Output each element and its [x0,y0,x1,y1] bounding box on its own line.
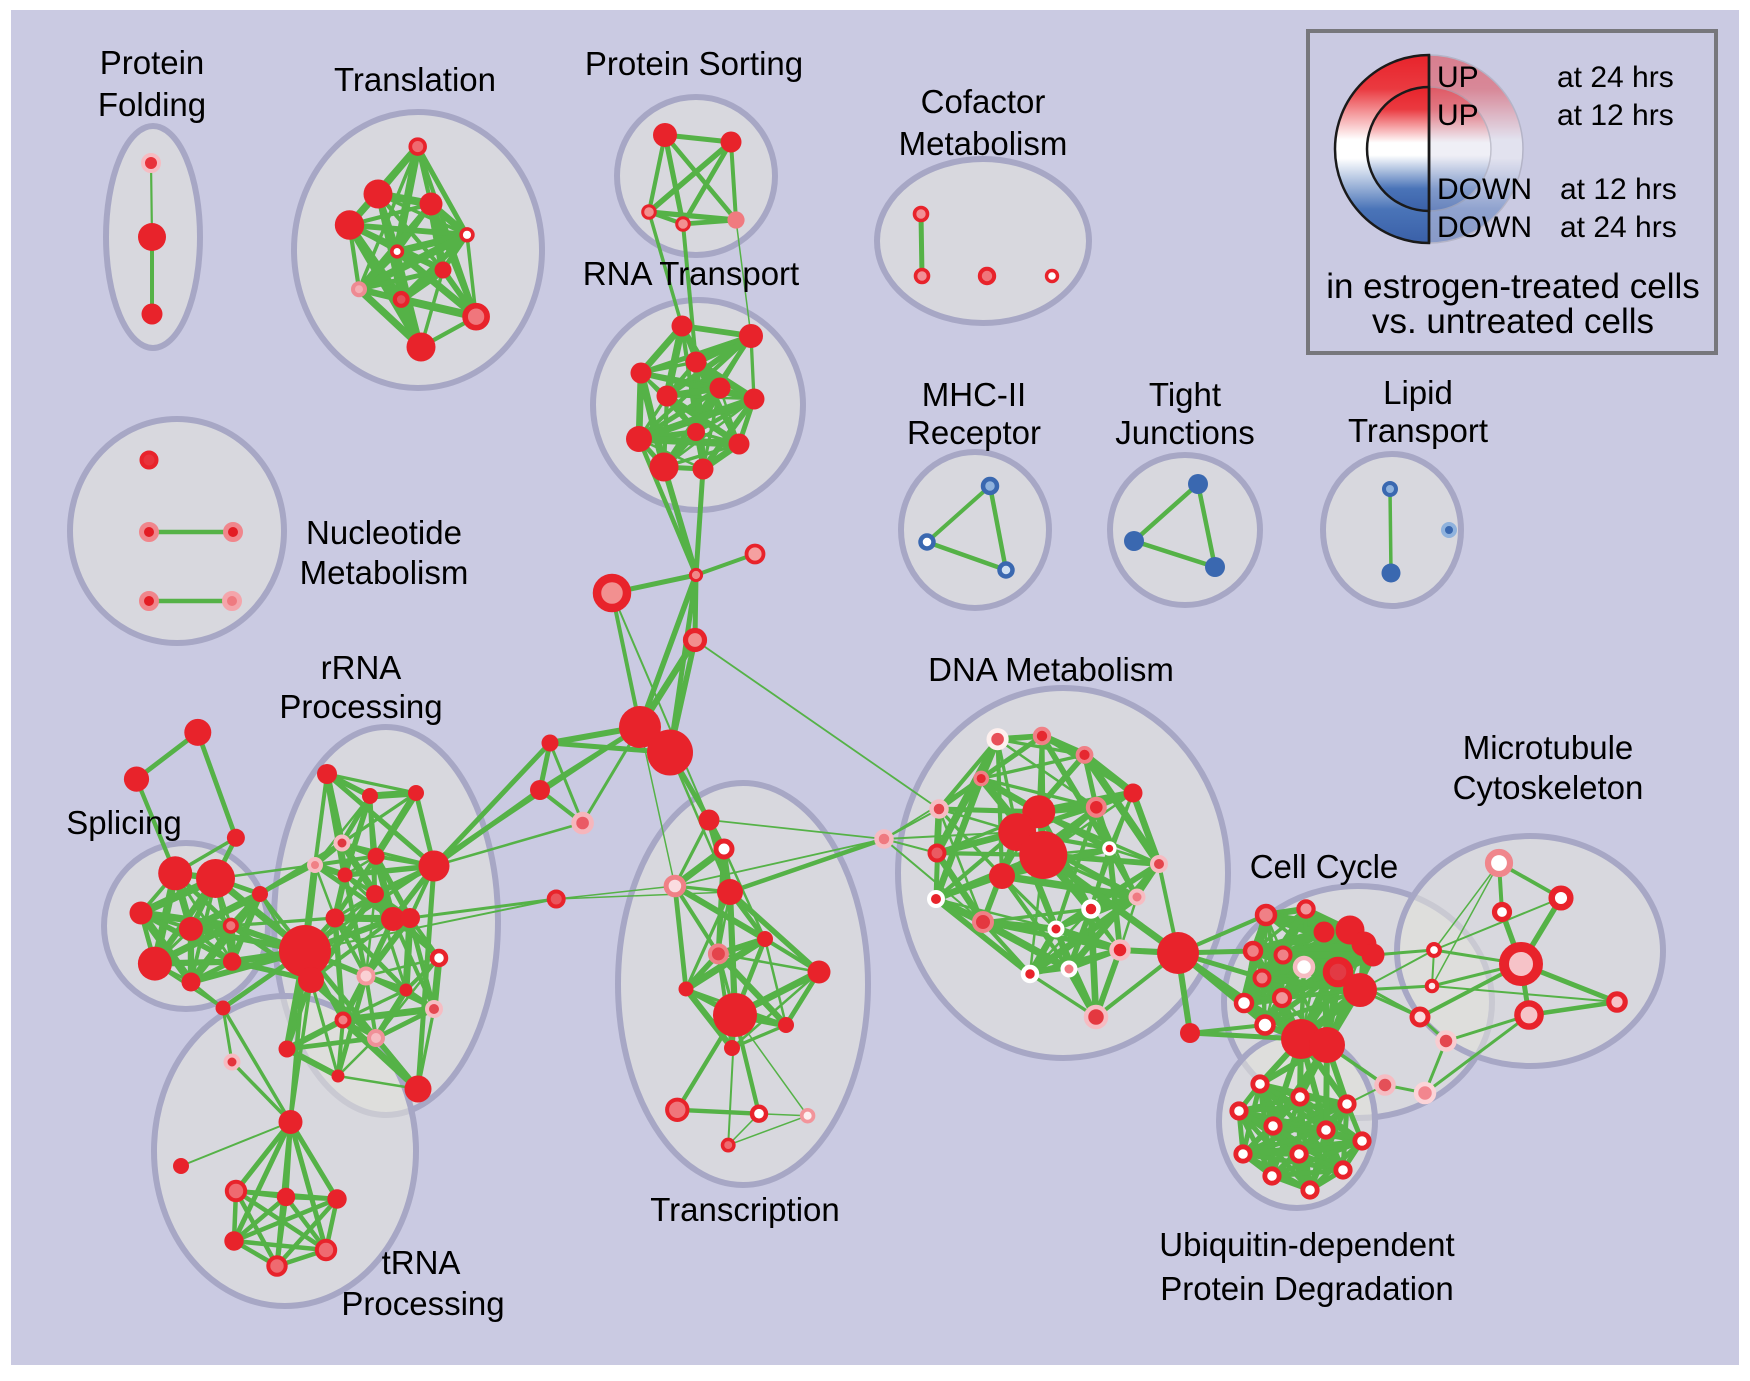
svg-text:at 12 hrs: at 12 hrs [1560,173,1677,206]
svg-text:at 24 hrs: at 24 hrs [1560,211,1677,244]
svg-text:Tight: Tight [1149,376,1221,413]
svg-text:Folding: Folding [98,86,206,123]
svg-text:Protein Sorting: Protein Sorting [585,45,803,82]
svg-text:Protein: Protein [100,44,205,81]
svg-text:UP: UP [1437,99,1479,132]
svg-text:Microtubule: Microtubule [1463,729,1634,766]
svg-text:DOWN: DOWN [1437,173,1532,206]
svg-text:Protein Degradation: Protein Degradation [1160,1270,1454,1307]
svg-text:Transport: Transport [1348,412,1488,449]
svg-text:Junctions: Junctions [1115,414,1254,451]
svg-text:Metabolism: Metabolism [899,125,1068,162]
svg-text:Processing: Processing [279,688,442,725]
svg-text:Receptor: Receptor [907,414,1041,451]
svg-text:DNA Metabolism: DNA Metabolism [928,651,1174,688]
svg-text:at 24 hrs: at 24 hrs [1557,61,1674,94]
svg-text:Ubiquitin-dependent: Ubiquitin-dependent [1159,1226,1454,1263]
svg-text:vs. untreated cells: vs. untreated cells [1372,302,1654,341]
svg-text:rRNA: rRNA [321,649,402,686]
svg-text:UP: UP [1437,61,1479,94]
svg-text:tRNA: tRNA [382,1244,461,1281]
svg-text:Splicing: Splicing [66,804,182,841]
svg-text:Lipid: Lipid [1383,374,1453,411]
svg-text:MHC-II: MHC-II [922,376,1026,413]
svg-text:in estrogen-treated cells: in estrogen-treated cells [1326,267,1700,306]
svg-text:RNA Transport: RNA Transport [583,255,799,292]
svg-text:at 12 hrs: at 12 hrs [1557,99,1674,132]
svg-text:Cell Cycle: Cell Cycle [1250,848,1399,885]
svg-text:DOWN: DOWN [1437,211,1532,244]
svg-text:Processing: Processing [341,1285,504,1322]
svg-text:Translation: Translation [334,61,496,98]
svg-text:Cofactor: Cofactor [921,83,1046,120]
svg-text:Transcription: Transcription [650,1191,840,1228]
svg-text:Cytoskeleton: Cytoskeleton [1453,769,1644,806]
svg-text:Metabolism: Metabolism [300,554,469,591]
svg-text:Nucleotide: Nucleotide [306,514,462,551]
